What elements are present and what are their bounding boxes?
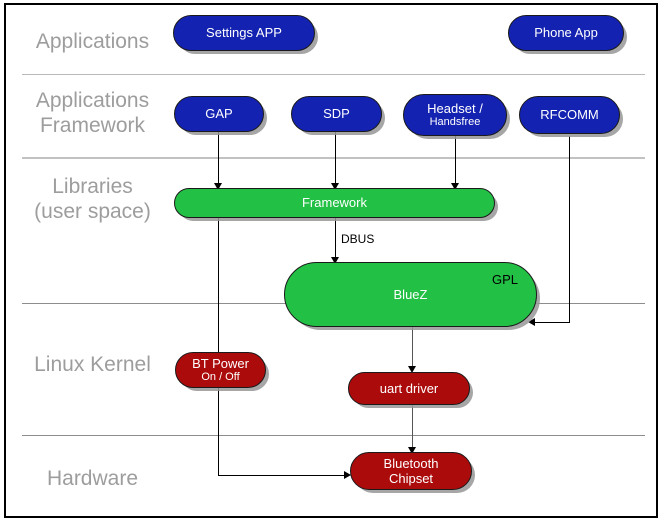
node-uart-driver-label: uart driver: [379, 380, 439, 396]
node-bluetooth-chipset-label-secondary: Chipset: [388, 471, 434, 486]
node-bt-power[interactable]: BT Power On / Off: [175, 352, 266, 388]
edge-label-dbus: DBUS: [341, 232, 375, 246]
layer-label-libraries: Libraries (user space): [34, 175, 151, 223]
arrowhead-rfcomm-to-bluez: [528, 318, 535, 326]
wire-rfcomm-vertical: [569, 136, 570, 323]
divider-applications: [22, 74, 645, 75]
node-gap-label: GAP: [205, 106, 233, 121]
layer-label-applications-framework: Applications Framework: [35, 89, 150, 137]
node-framework[interactable]: Framework: [174, 188, 495, 218]
node-headset-handsfree[interactable]: Headset / Handsfree: [403, 94, 507, 136]
node-rfcomm-label: RFCOMM: [540, 107, 599, 122]
arrowhead-headset-to-framework: [451, 183, 459, 190]
node-bt-power-label-primary: BT Power: [192, 356, 249, 371]
node-phone-app-label: Phone App: [534, 25, 598, 40]
node-bluez[interactable]: GPL BlueZ: [284, 262, 537, 327]
arrowhead-framework-to-bluez: [331, 257, 339, 264]
arrowhead-bluez-to-uart: [408, 366, 416, 373]
node-phone-app[interactable]: Phone App: [508, 15, 624, 51]
wire-framework-to-chipset-vertical: [218, 217, 219, 476]
layer-label-applications: Applications: [35, 30, 150, 53]
node-sdp-label: SDP: [323, 106, 350, 121]
arrowhead-framework-to-chipset: [344, 471, 351, 479]
wire-uart-to-chipset: [412, 405, 413, 452]
node-bluetooth-chipset[interactable]: Bluetooth Chipset: [350, 452, 472, 490]
node-bluez-license-badge: GPL: [491, 272, 518, 287]
arrowhead-uart-to-chipset: [408, 447, 416, 454]
node-uart-driver[interactable]: uart driver: [348, 372, 470, 405]
node-headset-handsfree-label-secondary: Handsfree: [429, 116, 481, 128]
arrowhead-sdp-to-framework: [331, 183, 339, 190]
layer-label-hardware: Hardware: [46, 467, 139, 490]
wire-sdp-to-framework: [335, 131, 336, 186]
wire-gap-to-framework: [218, 131, 219, 186]
node-framework-label: Framework: [301, 195, 367, 210]
wire-rfcomm-horizontal: [534, 322, 570, 323]
node-settings-app-label: Settings APP: [206, 25, 282, 40]
node-rfcomm[interactable]: RFCOMM: [519, 96, 620, 134]
node-bluetooth-chipset-label-primary: Bluetooth: [383, 456, 439, 471]
divider-applications-framework: [22, 157, 645, 159]
node-gap[interactable]: GAP: [174, 96, 264, 132]
node-bt-power-label-secondary: On / Off: [201, 371, 240, 383]
diagram-border: [4, 3, 658, 518]
wire-framework-to-bluez: [335, 217, 336, 260]
node-settings-app[interactable]: Settings APP: [173, 15, 315, 51]
node-bluez-label: BlueZ: [393, 286, 428, 302]
divider-linux-kernel: [22, 435, 645, 436]
node-sdp[interactable]: SDP: [291, 96, 382, 132]
arrowhead-gap-to-framework: [214, 183, 222, 190]
node-headset-handsfree-label-primary: Headset /: [427, 101, 483, 116]
wire-bluez-to-uart: [412, 327, 413, 371]
wire-headset-to-framework: [455, 136, 456, 186]
layer-label-linux-kernel: Linux Kernel: [34, 353, 151, 376]
wire-framework-to-chipset-horizontal: [218, 475, 346, 476]
